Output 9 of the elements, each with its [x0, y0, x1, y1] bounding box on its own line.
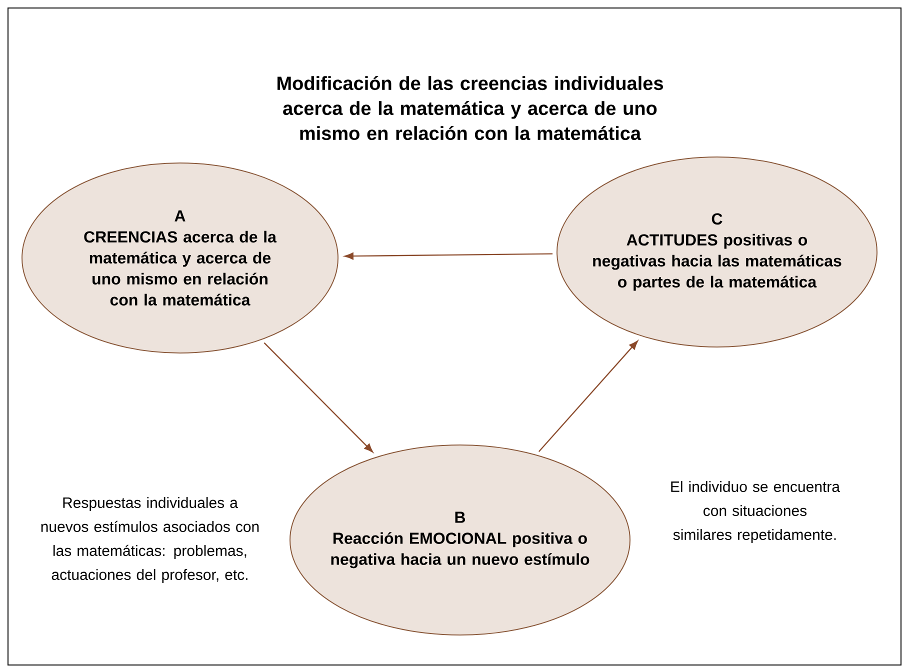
note: El individuo se encuentra con situaciones similares repetidamente. — [671, 481, 840, 543]
ellipse-node: A CREENCIAS acerca de la matemática y acerca de uno mismo en relación con la matemática — [22, 162, 338, 354]
arrow — [264, 342, 374, 452]
arrow — [344, 252, 553, 260]
note: Respuestas individuales a nuevos estímulos asociados con las matemáticas: problemas, actuaciones del profesor, etc. — [41, 497, 259, 583]
arrow — [538, 340, 638, 452]
ellipse-node: B Reacción EMOCIONAL positiva o negativa hacia un nuevo estímulo — [290, 444, 630, 636]
ellipse-node: C ACTITUDES positivas o negativas hacia las matemáticas o partes de la matemática — [556, 156, 878, 348]
title: Modificación de las creencias individuales acerca de la matemática y acerca de uno mismo en relación con la matemática — [278, 76, 663, 140]
